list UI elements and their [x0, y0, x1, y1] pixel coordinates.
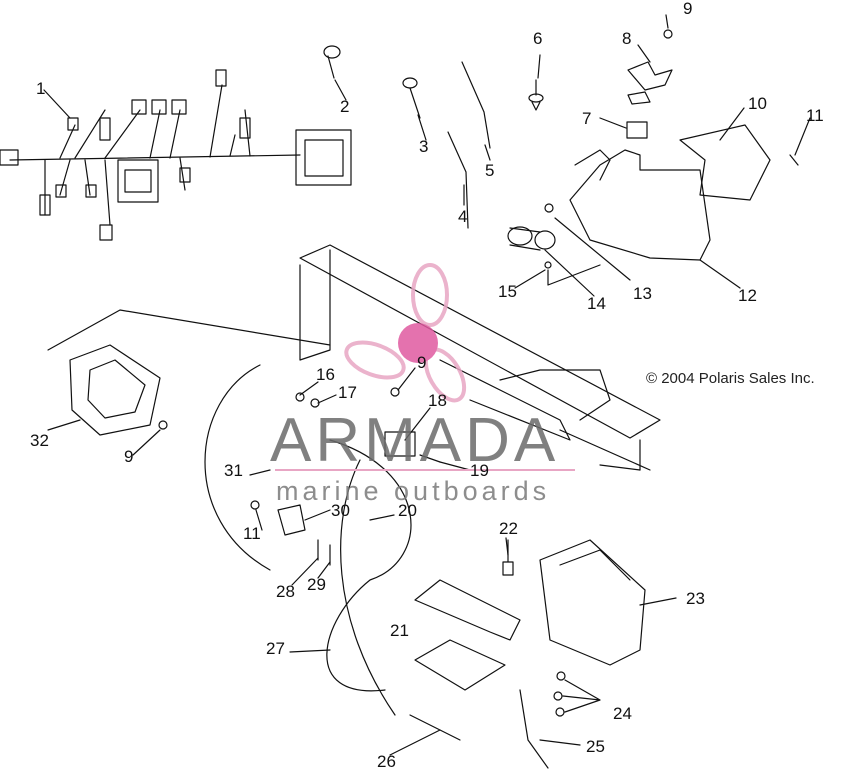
part-12-flange	[574, 149, 611, 181]
wiring-harness	[0, 69, 352, 241]
callout-9-top: 9	[683, 0, 693, 18]
callout-24: 24	[613, 704, 632, 723]
callout-8: 8	[622, 29, 632, 48]
callout-25: 25	[586, 737, 605, 756]
part-24-c	[555, 707, 565, 717]
part-15	[544, 261, 552, 269]
part-11-top	[789, 154, 799, 166]
callout-7: 7	[582, 109, 592, 128]
callout-28: 28	[276, 582, 295, 601]
callout-13: 13	[633, 284, 652, 303]
part-10	[679, 124, 771, 201]
callout-6: 6	[533, 29, 543, 48]
copyright-text: © 2004 Polaris Sales Inc.	[646, 370, 815, 387]
callout-14: 14	[587, 294, 606, 313]
part-5	[461, 61, 491, 149]
callout-30: 30	[331, 501, 350, 520]
callout-11-top: 11	[806, 106, 824, 125]
callout-32: 32	[30, 431, 49, 450]
part-24-a	[556, 671, 566, 681]
armada-logo-icon	[344, 263, 467, 403]
part-25	[519, 689, 549, 769]
callout-26: 26	[377, 752, 396, 770]
callout-3: 3	[419, 137, 429, 156]
part-18	[384, 431, 416, 457]
part-23-rim	[559, 549, 631, 581]
part-4	[447, 131, 469, 229]
callout-19: 19	[470, 461, 489, 480]
frame	[299, 244, 661, 471]
part-21-plate	[414, 639, 506, 691]
part-26-line	[409, 714, 461, 741]
callout-27: 27	[266, 639, 285, 658]
part-31-cable	[204, 364, 271, 571]
callout-18: 18	[428, 391, 447, 410]
callout-1: 1	[36, 79, 46, 98]
callout-15: 15	[498, 282, 517, 301]
callout-9-mid: 9	[417, 353, 427, 372]
callout-12: 12	[738, 286, 757, 305]
callout-4: 4	[458, 207, 468, 226]
part-14	[507, 226, 556, 251]
callout-17: 17	[338, 383, 357, 402]
part-8	[627, 29, 673, 105]
part-16	[295, 392, 305, 402]
callout-20: 20	[398, 501, 417, 520]
callout-16: 16	[316, 365, 335, 384]
callout-21: 21	[390, 621, 409, 640]
callout-5: 5	[485, 161, 495, 180]
part-6	[528, 79, 544, 111]
callout-31: 31	[224, 461, 243, 480]
part-9-mid	[390, 387, 400, 397]
part-19	[419, 454, 441, 463]
part-11-low	[250, 500, 260, 510]
callout-22: 22	[499, 519, 518, 538]
part-3	[402, 77, 421, 119]
part-7	[626, 121, 648, 139]
part-20-27-cable	[326, 439, 412, 692]
watermark-title: ARMADA	[270, 406, 560, 475]
callout-29: 29	[307, 575, 326, 594]
callout-10: 10	[748, 94, 767, 113]
callout-23: 23	[686, 589, 705, 608]
part-12	[569, 149, 711, 261]
callout-2: 2	[340, 97, 350, 116]
part-13	[544, 203, 554, 213]
part-9-left	[158, 420, 168, 430]
callout-11-low: 11	[243, 524, 261, 543]
part-22	[502, 539, 514, 576]
part-24-b	[553, 691, 563, 701]
part-26-cable	[340, 459, 396, 716]
watermark-subtitle: marine outboards	[276, 476, 551, 506]
part-30	[277, 504, 306, 536]
part-32	[47, 309, 331, 436]
part-21	[414, 579, 521, 641]
callout-9-left: 9	[124, 447, 134, 466]
part-2	[323, 45, 341, 79]
part-23	[539, 539, 646, 666]
